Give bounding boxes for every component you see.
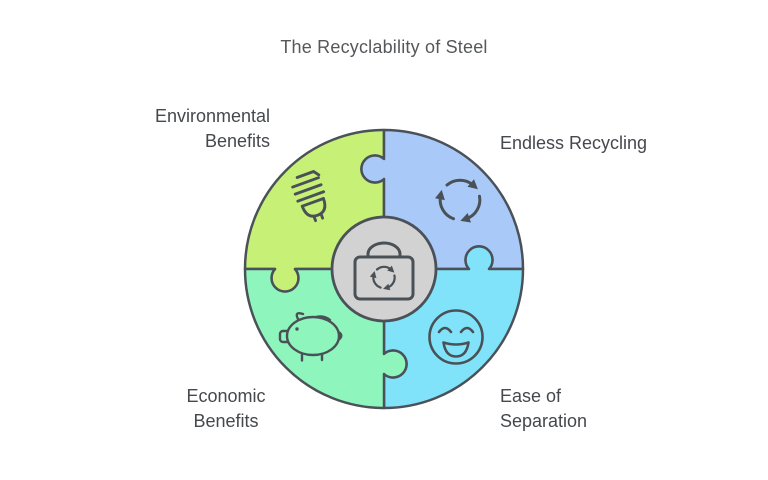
label-ease-of-separation: Ease of Separation — [500, 386, 588, 431]
label-economic-benefits: Economic Benefits — [186, 386, 266, 431]
smiley-face-icon — [428, 309, 484, 365]
page-title: The Recyclability of Steel — [280, 37, 488, 57]
label-environmental-benefits: Environmental Benefits — [154, 106, 270, 151]
piggy-bank-icon — [278, 311, 343, 362]
center-hub-circle — [330, 215, 438, 323]
recycle-arrows-icon — [435, 178, 482, 223]
cfl-bulb-icon — [291, 170, 327, 223]
lock-recycle-icon — [353, 241, 415, 301]
label-endless-recycling: Endless Recycling — [500, 133, 648, 153]
